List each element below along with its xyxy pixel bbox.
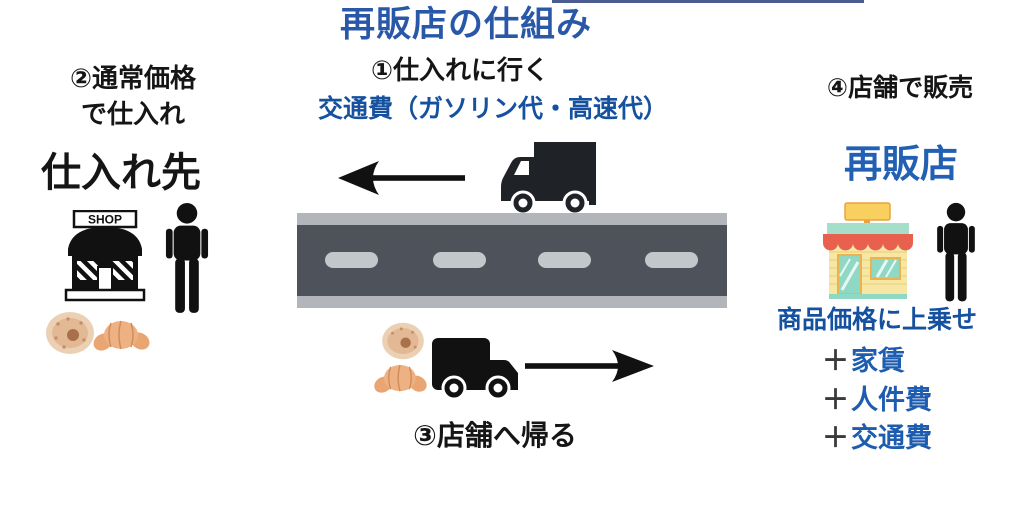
store-awning <box>823 234 913 251</box>
reseller-label: 再販店 <box>843 144 958 186</box>
reseller-store-icon <box>823 202 913 299</box>
markup-item-label: 交通費 <box>851 423 932 453</box>
step1-label: ①仕入れに行く <box>370 55 549 85</box>
shop-window-right <box>110 259 135 282</box>
shop-window-left <box>75 259 100 282</box>
arrow-right-icon <box>525 350 654 382</box>
bread-donut-icon <box>46 312 94 354</box>
box-truck-left-icon <box>501 142 596 216</box>
step3-label: ③店舗へ帰る <box>413 420 577 451</box>
shop-sign-board <box>72 210 138 229</box>
store-roof <box>827 223 909 234</box>
road-graphic <box>297 213 727 308</box>
shop-awning <box>68 227 142 256</box>
store-base <box>829 294 907 299</box>
markup-item-rent: ＋家賃 <box>822 346 1022 377</box>
markup-item-transport: ＋交通費 <box>822 423 1022 454</box>
step2-label: ②通常価格 で仕入れ <box>38 60 228 132</box>
bread-croissant-icon <box>93 320 150 351</box>
step2-line2: で仕入れ <box>80 99 185 129</box>
shop-sign-text: SHOP <box>88 213 122 227</box>
page-title: 再販店の仕組み <box>339 5 592 44</box>
road-edge-bottom <box>297 296 727 308</box>
plus-sign: ＋ <box>822 423 849 453</box>
markup-item-label: 家賃 <box>851 346 905 376</box>
road-edge-top <box>297 213 727 225</box>
plus-sign: ＋ <box>822 346 849 376</box>
shop-base <box>64 288 146 302</box>
box-truck-right-icon <box>432 338 518 400</box>
step2-line1: ②通常価格 <box>69 63 196 93</box>
person-icon <box>165 203 209 313</box>
top-edge-decoration-bar <box>552 0 864 3</box>
markup-title: 商品価格に上乗せ <box>776 306 977 334</box>
shop-storefront-icon: SHOP <box>64 210 146 302</box>
person-icon <box>937 202 975 302</box>
road-lane-dash <box>645 252 698 268</box>
road-lane-dash <box>538 252 591 268</box>
supplier-label: 仕入れ先 <box>41 151 201 195</box>
markup-item-labor: ＋人件費 <box>822 385 1022 416</box>
store-sign <box>844 202 891 221</box>
shop-door <box>97 266 113 291</box>
bread-donut-icon <box>382 322 424 360</box>
arrow-left-icon <box>338 161 465 195</box>
step4-label: ④店舗で販売 <box>826 74 974 102</box>
road-lane-dash <box>325 252 378 268</box>
bread-croissant-icon <box>374 364 427 393</box>
plus-sign: ＋ <box>822 385 849 415</box>
road-lane-dash <box>433 252 486 268</box>
markup-item-label: 人件費 <box>851 385 932 415</box>
transport-cost-note: 交通費（ガソリン代・高速代） <box>317 95 668 123</box>
